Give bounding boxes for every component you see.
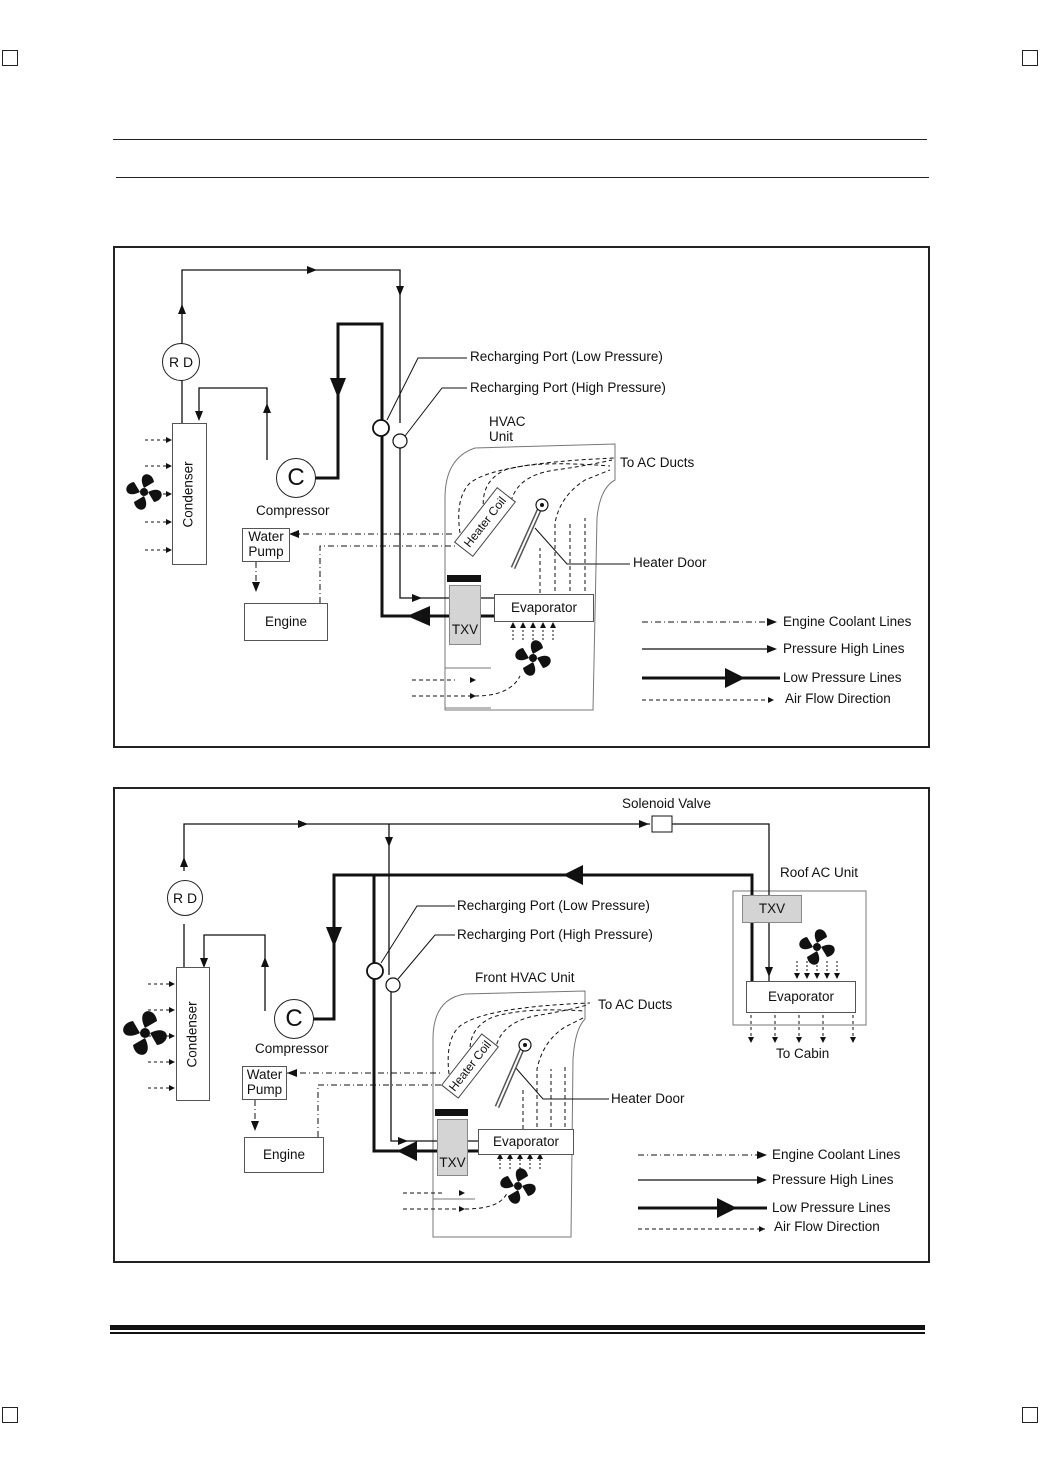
- water-pump-box: Water Pump: [242, 1066, 287, 1100]
- fan-icon: [799, 929, 835, 965]
- port-low-label: Recharging Port (Low Pressure): [470, 349, 663, 364]
- to-ac-ducts-label: To AC Ducts: [620, 455, 695, 470]
- legend-pressure-high: Pressure High Lines: [772, 1172, 894, 1187]
- legend-engine-coolant: Engine Coolant Lines: [772, 1147, 901, 1162]
- diagram-2-lines: [123, 815, 867, 1238]
- roof-ac-housing: [732, 890, 867, 1026]
- compressor-symbol: C: [274, 999, 314, 1039]
- header-rule-top: [113, 139, 927, 140]
- arrow-icon: [178, 304, 186, 314]
- high-pressure-line: [183, 823, 650, 871]
- recharging-port-low: [366, 962, 384, 980]
- arrow-icon: [195, 411, 203, 421]
- fan-icon: [500, 1168, 536, 1204]
- header-rule-bottom: [116, 177, 929, 178]
- recharging-port-high: [385, 977, 401, 993]
- arrow-icon: [261, 957, 269, 967]
- low-pressure-line: [312, 873, 754, 1021]
- arrow-icon: [298, 820, 308, 828]
- rd-label: R D: [168, 354, 194, 370]
- arrow-icon: [180, 857, 188, 867]
- arrow-icon: [200, 958, 208, 968]
- evaporator-box: Evaporator: [494, 594, 594, 622]
- arrow-icon: [765, 967, 773, 977]
- condenser-label: Condenser: [181, 460, 197, 528]
- recharging-port-low: [372, 419, 390, 437]
- engine-box: Engine: [244, 603, 328, 641]
- solenoid-valve-label: Solenoid Valve: [622, 796, 712, 811]
- arrow-icon: [263, 403, 271, 413]
- arrow-icon: [397, 1141, 417, 1161]
- compressor-label: Compressor: [256, 503, 330, 518]
- condenser-box: Condenser: [172, 423, 207, 565]
- legend-pressure-high: Pressure High Lines: [783, 641, 905, 656]
- front-hvac-unit-label: Front HVAC Unit: [475, 970, 575, 985]
- port-low-label: Recharging Port (Low Pressure): [457, 898, 650, 913]
- arrow-icon: [330, 378, 346, 398]
- arrow-icon: [412, 594, 422, 602]
- legend-air-flow: Air Flow Direction: [785, 691, 891, 706]
- arrow-icon: [563, 865, 583, 885]
- roof-evaporator-box: Evaporator: [746, 981, 856, 1013]
- arrow-icon: [252, 582, 260, 592]
- to-ac-ducts-label: To AC Ducts: [598, 997, 673, 1012]
- legend-engine-coolant: Engine Coolant Lines: [783, 614, 912, 629]
- to-cabin-label: To Cabin: [776, 1046, 830, 1061]
- receiver-drier: R D: [162, 343, 200, 381]
- roof-ac-unit-label: Roof AC Unit: [780, 865, 859, 880]
- receiver-drier: R D: [167, 880, 203, 916]
- fan-icon: [515, 640, 551, 676]
- arrow-icon: [396, 286, 404, 296]
- high-pressure-line: [181, 269, 401, 423]
- condenser-box: Condenser: [176, 967, 210, 1101]
- arrow-icon: [385, 837, 393, 847]
- recharging-port-high: [392, 433, 408, 449]
- arrow-icon: [639, 820, 649, 828]
- diagram-1-lines: [126, 266, 780, 711]
- arrow-icon: [251, 1121, 259, 1131]
- footer-rule-thick: [110, 1325, 925, 1330]
- diagram-2-front-and-roof-hvac: Solenoid Valve Roof AC Unit TXV Evaporat…: [113, 787, 930, 1263]
- crop-mark-icon: [1022, 50, 1038, 66]
- evaporator-box: Evaporator: [478, 1129, 574, 1155]
- txv-box: TXV: [437, 1119, 468, 1176]
- solenoid-valve-symbol: [651, 815, 673, 833]
- fan-icon: [123, 1011, 167, 1055]
- port-high-label: Recharging Port (High Pressure): [457, 927, 653, 942]
- arrow-icon: [398, 1137, 408, 1145]
- arrow-icon: [289, 530, 299, 538]
- arrow-icon: [307, 266, 317, 274]
- compressor-label: Compressor: [255, 1041, 329, 1056]
- compressor-symbol: C: [276, 458, 316, 498]
- txv-box: TXV: [449, 585, 481, 645]
- water-pump-box: Water Pump: [242, 528, 290, 562]
- crop-mark-icon: [2, 50, 18, 66]
- arrow-icon: [287, 1069, 297, 1077]
- crop-mark-icon: [1022, 1407, 1038, 1423]
- legend-low-pressure: Low Pressure Lines: [772, 1200, 891, 1215]
- fan-icon: [126, 474, 162, 510]
- footer-rule-thin: [110, 1332, 925, 1334]
- front-hvac-housing: [432, 990, 586, 1238]
- hvac-unit-label: HVAC Unit: [489, 414, 526, 444]
- hvac-housing: [444, 443, 616, 711]
- arrow-icon: [407, 606, 430, 626]
- legend-air-flow: Air Flow Direction: [774, 1219, 880, 1234]
- port-high-label: Recharging Port (High Pressure): [470, 380, 666, 395]
- diagram-1-single-hvac: R D Condenser C Compressor Water Pump En…: [113, 246, 930, 748]
- roof-txv-box: TXV: [742, 895, 802, 923]
- heater-door-label: Heater Door: [611, 1091, 685, 1106]
- arrow-icon: [326, 927, 342, 947]
- crop-mark-icon: [2, 1407, 18, 1423]
- legend-low-pressure: Low Pressure Lines: [783, 670, 902, 685]
- heater-door-label: Heater Door: [633, 555, 707, 570]
- low-pressure-line: [315, 322, 494, 618]
- engine-box: Engine: [244, 1137, 324, 1173]
